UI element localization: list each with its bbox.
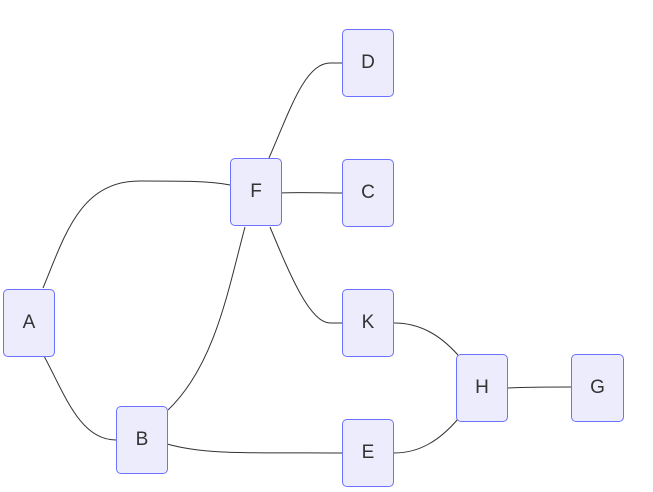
node-g-label: G — [590, 377, 605, 398]
edge-f-d — [268, 62, 342, 159]
edge-b-f — [167, 226, 246, 411]
edge-f-k — [269, 226, 342, 324]
edge-h-g — [507, 386, 572, 389]
node-g[interactable]: G — [571, 354, 624, 422]
node-b[interactable]: B — [116, 406, 168, 474]
node-h[interactable]: H — [456, 354, 508, 422]
node-e[interactable]: E — [342, 419, 394, 487]
edge-k-h — [393, 322, 459, 356]
node-d-label: D — [361, 52, 375, 73]
node-d[interactable]: D — [342, 29, 394, 97]
node-a-label: A — [22, 312, 36, 333]
edge-b-e — [166, 443, 343, 454]
edge-a-f — [42, 180, 231, 289]
node-c[interactable]: C — [342, 159, 394, 227]
node-k[interactable]: K — [342, 289, 394, 357]
node-f[interactable]: F — [230, 158, 282, 226]
edge-a-b — [43, 355, 117, 441]
edge-e-h — [393, 418, 459, 454]
node-c-label: C — [361, 182, 375, 203]
node-a[interactable]: A — [3, 289, 55, 357]
node-e-label: E — [361, 442, 375, 463]
node-b-label: B — [135, 429, 149, 450]
node-k-label: K — [361, 312, 375, 333]
node-h-label: H — [475, 377, 489, 398]
node-f-label: F — [250, 181, 262, 202]
